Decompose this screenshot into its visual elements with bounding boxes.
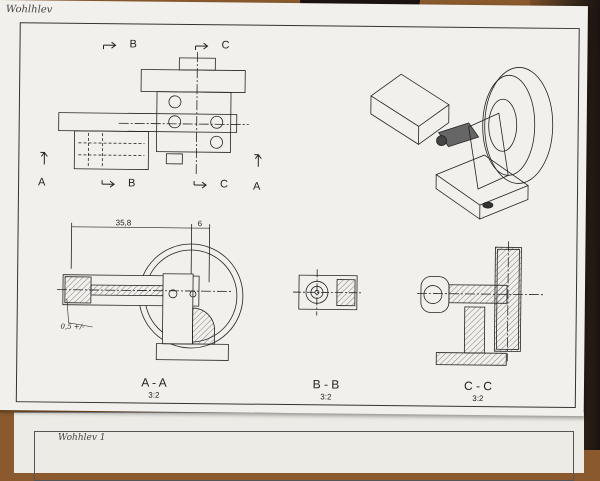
second-sheet: Wohhlev 1 <box>14 412 584 473</box>
technical-drawing <box>0 0 588 416</box>
section-mark-c-top: C <box>221 39 229 51</box>
view-scale-c-c: 3:2 <box>448 394 508 404</box>
section-mark-b-top: B <box>129 38 136 50</box>
front-view <box>58 51 249 175</box>
section-marks <box>40 41 263 188</box>
section-a-a <box>56 223 243 361</box>
section-mark-a-right: A <box>253 181 260 193</box>
isometric-view <box>370 66 554 220</box>
section-mark-a-left: A <box>38 176 45 188</box>
second-sheet-note: Wohhlev 1 <box>58 433 106 443</box>
dimension-note: 0,5 +/- <box>61 323 85 331</box>
section-b-b <box>293 269 363 316</box>
section-mark-b-bottom: B <box>128 177 135 189</box>
section-mark-c-bottom: C <box>220 178 228 190</box>
view-scale-b-b: 3:2 <box>296 392 356 402</box>
dimension-offset: 6 <box>198 219 203 228</box>
dimension-length: 35,8 <box>116 218 132 227</box>
section-c-c <box>416 240 545 365</box>
view-title-c-c: C - C <box>448 379 508 394</box>
view-title-a-a: A - A <box>124 375 184 390</box>
view-scale-a-a: 3:2 <box>124 390 184 400</box>
view-title-b-b: B - B <box>296 377 356 392</box>
second-sheet-frame <box>34 431 574 481</box>
drawing-sheet: Wohlhlev <box>0 0 588 416</box>
